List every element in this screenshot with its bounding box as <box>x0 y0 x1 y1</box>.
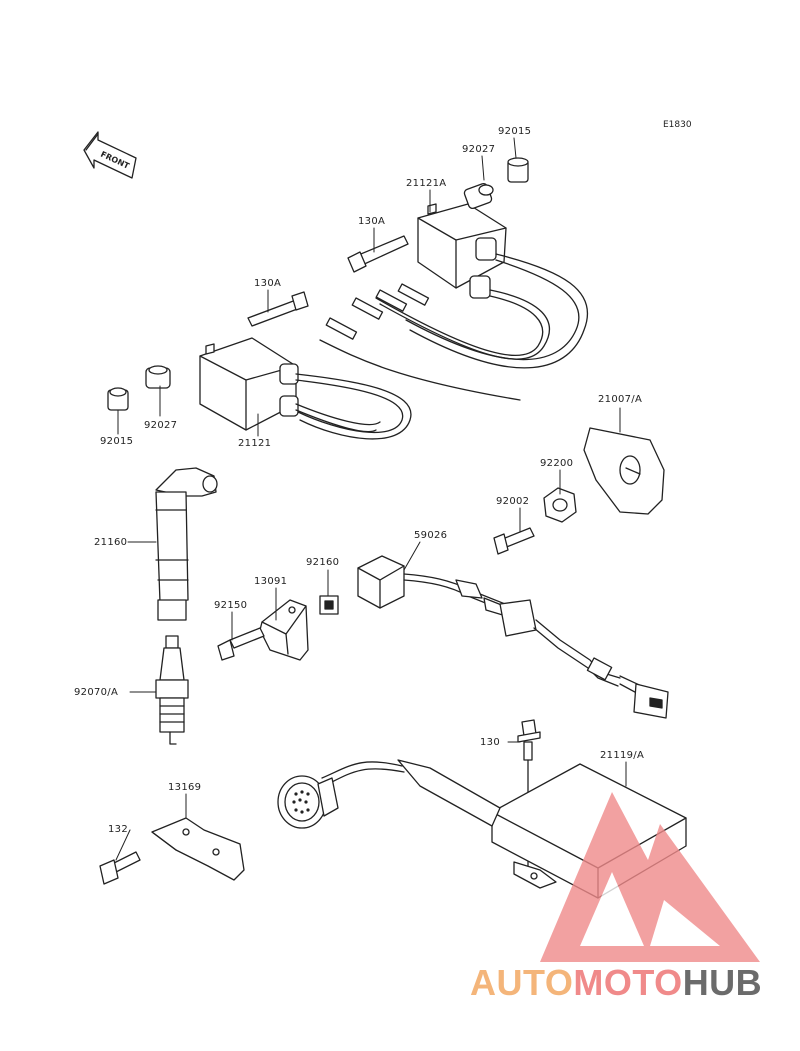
label-21007a: 21007/A <box>598 394 643 405</box>
watermark-brand: AUTOMOTOHUB <box>470 962 762 1004</box>
spacer-92027-upper <box>463 182 494 210</box>
label-92015-top: 92015 <box>498 126 532 137</box>
coil-leads-lower <box>295 339 521 440</box>
label-21160: 21160 <box>94 537 128 548</box>
diagram-reference-code: E1830 <box>663 120 692 130</box>
pad-92160 <box>319 595 339 615</box>
label-92160: 92160 <box>306 557 340 568</box>
front-arrow-icon: FRONT <box>83 131 137 179</box>
bracket-13091 <box>259 599 309 661</box>
brand-moto: MOTO <box>573 962 683 1003</box>
spark-plug-cap <box>155 467 218 621</box>
label-92002: 92002 <box>496 496 530 507</box>
bolt-130 <box>517 719 541 869</box>
label-92200: 92200 <box>540 458 574 469</box>
label-92150: 92150 <box>214 600 248 611</box>
bracket-13169 <box>151 817 245 881</box>
label-130a-top: 130A <box>358 216 386 227</box>
pickup-coil-harness <box>357 555 669 719</box>
label-59026: 59026 <box>414 530 448 541</box>
coil-leads-upper <box>325 253 589 369</box>
label-21121: 21121 <box>238 438 272 449</box>
label-132: 132 <box>108 824 128 835</box>
bolt-130a-left <box>247 291 309 327</box>
label-92027-top: 92027 <box>462 144 496 155</box>
label-92070a: 92070/A <box>74 687 119 698</box>
ignition-coil-lower <box>199 337 299 431</box>
label-13091: 13091 <box>254 576 288 587</box>
label-21119a: 21119/A <box>600 750 645 761</box>
label-92015-left: 92015 <box>100 436 134 447</box>
brand-auto: AUTO <box>470 962 574 1003</box>
collar-92015-left <box>107 387 129 411</box>
spark-plug <box>155 635 189 745</box>
label-130a-left: 130A <box>254 278 282 289</box>
bolt-132 <box>99 851 141 885</box>
watermark-logo-icon <box>540 792 760 962</box>
label-130: 130 <box>480 737 500 748</box>
collar-92015-upper <box>507 157 529 183</box>
spacer-92027-left <box>145 365 171 389</box>
leader-lines <box>115 137 627 861</box>
brand-hub: HUB <box>682 962 763 1003</box>
label-21121a: 21121A <box>406 178 447 189</box>
bolt-92150 <box>217 627 265 661</box>
label-92027-left: 92027 <box>144 420 178 431</box>
ignition-coil-upper <box>417 203 507 299</box>
nut-92200 <box>543 487 577 523</box>
bolt-92002 <box>493 527 535 555</box>
timing-rotor-plate <box>583 427 665 515</box>
label-13169: 13169 <box>168 782 202 793</box>
bolt-130a-upper <box>347 235 409 273</box>
